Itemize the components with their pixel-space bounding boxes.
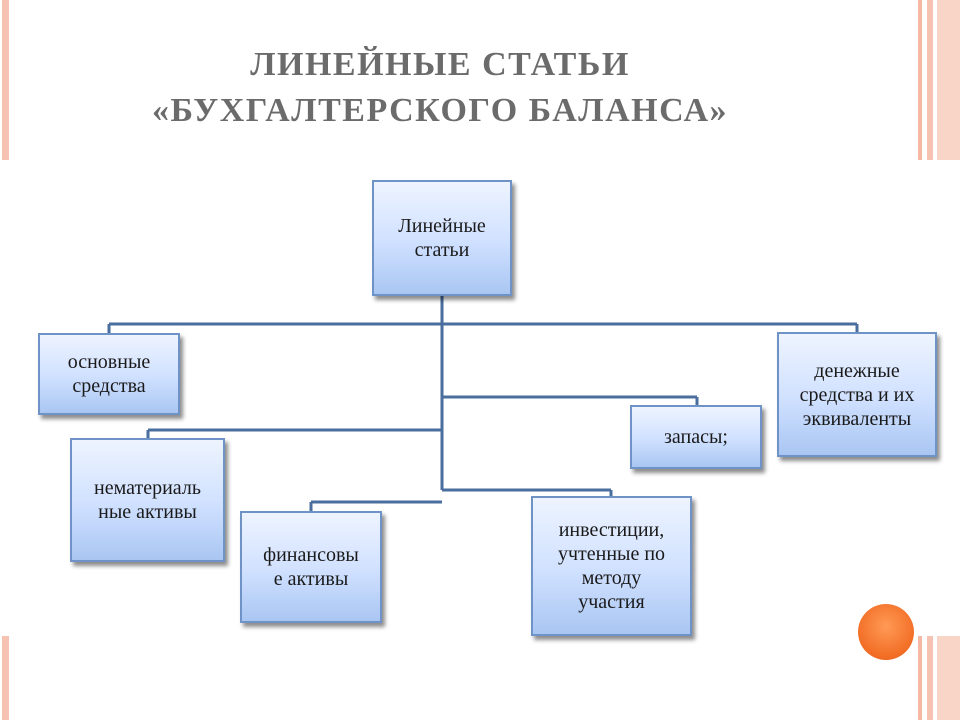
right-bottom-stripe-mid bbox=[927, 636, 933, 720]
node-inventories: запасы; bbox=[630, 405, 762, 469]
node-fixed-assets-label: основные средства bbox=[67, 351, 151, 397]
slide-title-line1: ЛИНЕЙНЫЕ СТАТЬИ bbox=[250, 46, 630, 83]
right-top-stripe-mid bbox=[927, 0, 933, 160]
left-bottom-stripe bbox=[2, 636, 9, 720]
slide-title-line2: «БУХГАЛТЕРСКОГО БАЛАНСА» bbox=[151, 92, 728, 129]
right-bottom-stripe-inner bbox=[937, 636, 960, 720]
right-top-stripe-outer bbox=[918, 0, 922, 160]
left-top-stripe bbox=[2, 0, 9, 160]
node-root-line-items: Линейные статьи bbox=[372, 180, 512, 296]
decorative-circle bbox=[858, 604, 914, 660]
node-intangible-label: нематериаль ные активы bbox=[94, 477, 201, 523]
right-bottom-stripe-outer bbox=[918, 636, 922, 720]
slide-title: ЛИНЕЙНЫЕ СТАТЬИ «БУХГАЛТЕРСКОГО БАЛАНСА» bbox=[40, 42, 840, 134]
right-top-stripe-inner bbox=[937, 0, 960, 160]
node-inventories-label: запасы; bbox=[664, 426, 728, 448]
node-intangible-assets: нематериаль ные активы bbox=[70, 438, 225, 562]
node-investments-label: инвестиции, учтенные по методу участия bbox=[557, 519, 666, 613]
node-fixed-assets: основные средства bbox=[38, 333, 180, 415]
node-cash-equivalents: денежные средства и их эквиваленты bbox=[777, 332, 937, 457]
node-cash-label: денежные средства и их эквиваленты bbox=[799, 359, 915, 430]
node-financial-label: финансовы е активы bbox=[263, 544, 359, 590]
node-investments-equity-method: инвестиции, учтенные по методу участия bbox=[531, 496, 692, 636]
node-financial-assets: финансовы е активы bbox=[240, 511, 382, 623]
node-root-label: Линейные статьи bbox=[398, 215, 486, 261]
